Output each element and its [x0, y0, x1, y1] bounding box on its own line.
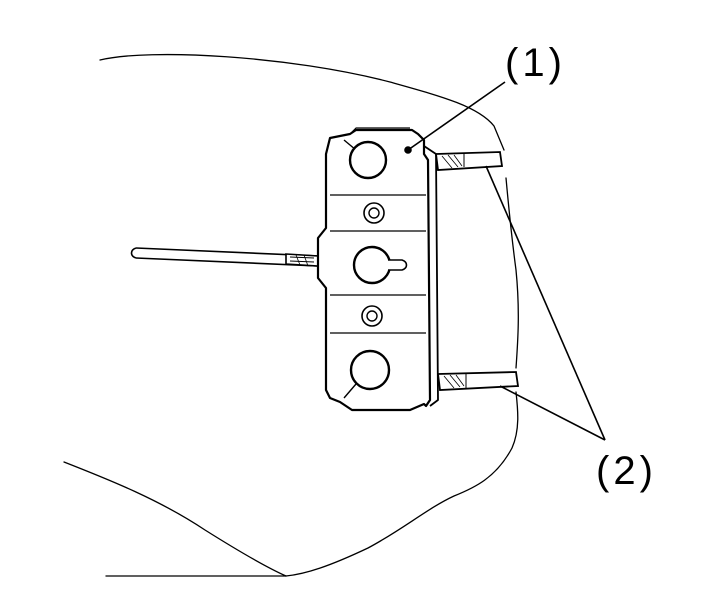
leader-lines: [404, 81, 606, 441]
probe-rod: [130, 247, 319, 267]
callout-label-1: (1): [505, 41, 566, 85]
upper-screw-inner: [368, 207, 380, 219]
upper-pin: [434, 151, 504, 171]
callout-label-2: (2): [596, 449, 657, 493]
block-holes: [348, 140, 408, 391]
leader-2b: [499, 385, 606, 441]
lower-pin: [436, 371, 520, 391]
side-pins: [434, 151, 520, 391]
center-key: [388, 259, 408, 271]
center-hole: [352, 245, 392, 285]
upper-hole: [348, 140, 388, 180]
lower-screw-inner: [366, 310, 378, 322]
housing-outline: [63, 53, 519, 577]
leader-2a: [485, 165, 606, 441]
leader-1: [407, 81, 506, 151]
lower-hole: [349, 349, 391, 391]
